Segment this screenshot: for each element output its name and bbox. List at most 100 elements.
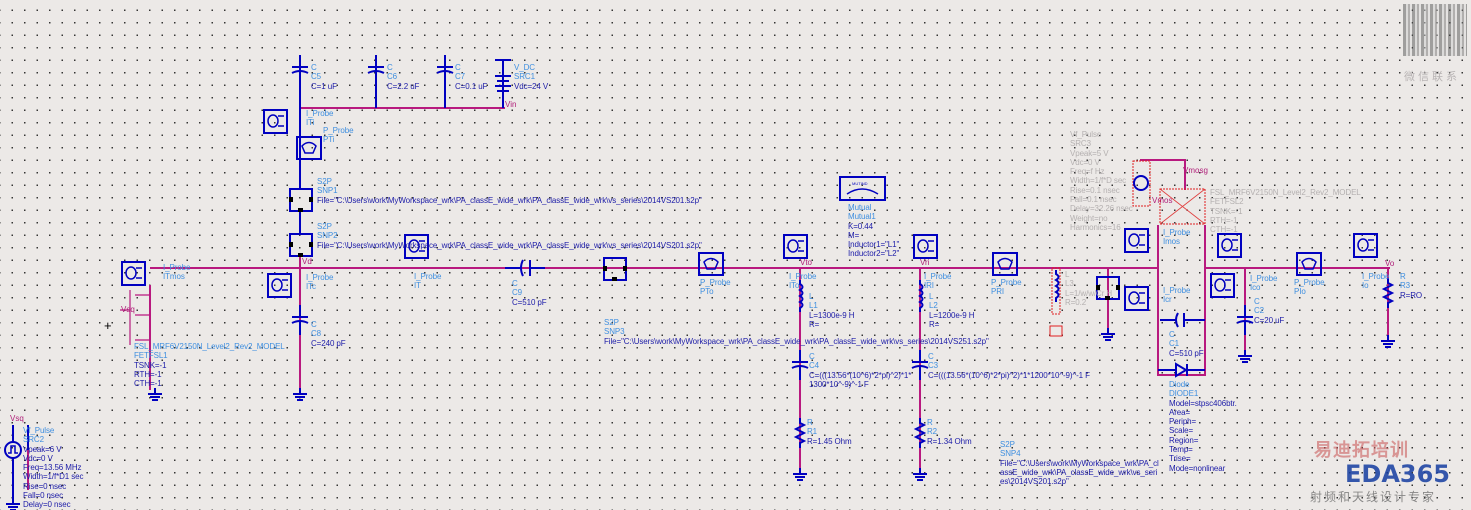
power-probe-pio (1296, 252, 1322, 276)
parameter: TSNK=-1 (1210, 206, 1243, 216)
fet-fetfsl2-disabled (1159, 188, 1206, 225)
parameter: Model=stpsc406btr. (1169, 398, 1237, 408)
instance-name: SRC2 (23, 435, 44, 445)
component-type: C (311, 320, 317, 329)
parameter: Freq=13.56 MHz (23, 463, 82, 473)
instance-name: SRC3 (1070, 139, 1091, 149)
component-type: I_Probe (306, 273, 334, 282)
ground-icon (1237, 349, 1253, 363)
component-type: S2P (317, 222, 332, 231)
parameter: M= (848, 230, 860, 240)
parameter: Vdc=0 V (23, 453, 53, 463)
component-type: C (1169, 330, 1175, 339)
current-probe-iti (263, 109, 288, 134)
capacitor-c7 (436, 54, 454, 86)
component-type: C (387, 63, 393, 72)
capacitor-c8 (291, 304, 309, 336)
instance-name: C3 (928, 361, 939, 371)
net-vri: Vri (920, 258, 930, 267)
current-probe-itmos (121, 261, 146, 286)
parameter: Freq=f Hz (1070, 167, 1105, 177)
instance-name: ITmos (163, 272, 185, 282)
parameter: K=0.44 (848, 221, 873, 231)
parameter: C=1 uF (311, 81, 337, 91)
instance-name: FETFSL1 (134, 351, 168, 361)
parameter: L=1200e-9 H (929, 310, 975, 320)
component-type: S2P (1000, 440, 1015, 449)
instance-name: SRC1 (514, 72, 535, 82)
component-type: I_Probe (789, 272, 817, 281)
parameter: CTH=-1 (134, 379, 162, 389)
parameter: Vdc=24 V (514, 81, 549, 91)
instance-name: R3 (1400, 281, 1411, 291)
current-probe-itc (267, 273, 292, 298)
ground-icon (792, 467, 808, 481)
parameter: Width=1/f*D sec (1070, 176, 1127, 186)
instance-name: ITo (789, 281, 800, 291)
parameter: Region= (1169, 435, 1199, 445)
component-type: I_Probe (1163, 286, 1191, 295)
parameter: File="C:\Users\work\MyWorkspace_wrk\PA_c… (317, 195, 702, 205)
parameter: C=(((13.56*(10^6)*2*pi)^2)*1*1200*10^-9)… (928, 370, 1090, 380)
capacitor-c4 (791, 349, 809, 381)
component-type: L (1065, 270, 1070, 279)
component-type: FSL_MRF6V2150N_Level2_Rev2_MODEL (1210, 188, 1361, 197)
parameter: R= (809, 319, 820, 329)
instance-name: SNP1 (317, 186, 338, 196)
component-type: P_Probe (1294, 278, 1325, 287)
instance-name: C1 (1169, 339, 1180, 349)
component-type: I_Probe (414, 272, 442, 281)
inductor-l2 (919, 279, 924, 313)
component-type: C (512, 279, 518, 288)
parameter: RTH=-1 (134, 369, 162, 379)
instance-name: C7 (455, 72, 466, 82)
instance-name: Io (1362, 281, 1369, 291)
component-type: L (929, 292, 934, 301)
net-vd: Vd (302, 257, 312, 266)
instance-name: ITc (306, 282, 316, 292)
s2p-snp3 (602, 257, 628, 282)
ground-icon (912, 467, 928, 481)
parameter: Inductor1="L1" (848, 240, 900, 250)
component-type: Mutual (848, 203, 872, 212)
instance-name: IRI (924, 281, 934, 291)
parameter: R=1.45 Ohm (807, 436, 852, 446)
component-type: C (928, 352, 934, 361)
component-type: I_Probe (1362, 272, 1390, 281)
instance-name: C5 (311, 72, 322, 82)
component-type: I_Probe (1163, 228, 1191, 237)
ground-icon (1380, 334, 1396, 348)
parameter: TSNK=-1 (134, 360, 167, 370)
mutual-inductor-symbol: MUTIND (839, 176, 886, 201)
parameter: Vdc=0 V (1070, 157, 1100, 167)
fet-fetfsl1 (120, 290, 150, 345)
watermark-brand: EDA365 (1345, 460, 1450, 488)
component-type: R (1400, 272, 1406, 281)
capacitor-c6 (367, 54, 385, 86)
parameter: File="C:\Users\work\MyWorkspace_wrk\PA_c… (1000, 458, 1159, 487)
qr-code (1403, 4, 1467, 56)
instance-name: SNP2 (317, 231, 338, 241)
component-type: Diode (1169, 380, 1190, 389)
component-type: C (311, 63, 317, 72)
